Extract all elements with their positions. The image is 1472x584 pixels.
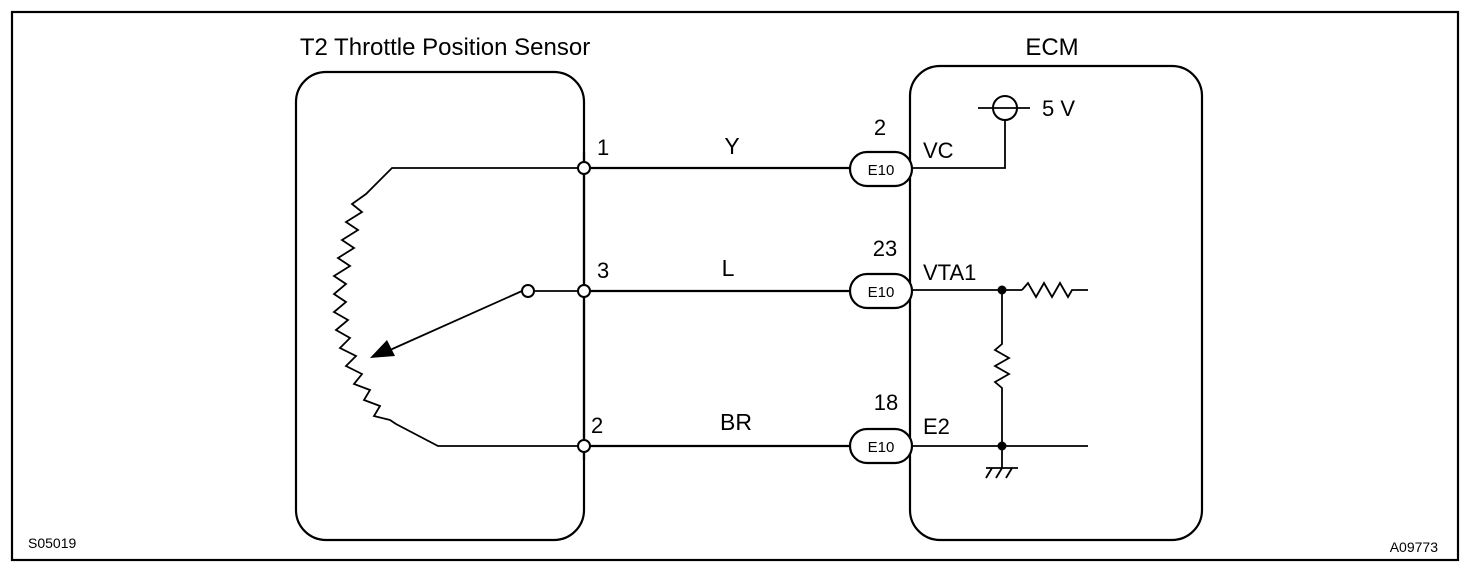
code-left: S05019 [28,535,76,551]
connector-label-vta1: E10 [868,284,895,301]
signal-vta1: VTA1 [923,260,976,285]
connector-e10-vc [848,150,914,188]
vc-supply-wire [912,120,1006,169]
sensor-box [294,70,586,542]
signal-vc: VC [923,138,954,163]
vta1-series-resistor [1021,281,1088,299]
signal-e2: E2 [923,414,950,439]
code-right: A09773 [1390,539,1438,555]
pin-1-terminal [577,161,591,175]
wiper-arrow [370,340,395,358]
ecm-pin-number-vc: 2 [874,115,886,140]
wiper-terminal [521,284,535,298]
wire-label-y: Y [724,133,739,159]
supply-voltage: 5 V [1042,96,1075,121]
connector-label-e2: E10 [868,439,895,456]
ecm-pin-number-e2: 18 [874,390,898,415]
pin-3-terminal [577,284,591,298]
ground-icon [985,467,1018,479]
pin-label-1: 1 [597,135,609,160]
pulldown-resistor [993,290,1011,446]
sensor-title: T2 Throttle Position Sensor [300,34,590,61]
connector-e10-vta1 [848,272,914,310]
pin-label-2: 2 [591,413,603,438]
outer-frame [10,10,1460,562]
wiper-line [389,290,523,351]
wire-label-br: BR [720,409,752,435]
ecm-title: ECM [1025,34,1078,61]
ecm-box [908,64,1204,542]
connector-label-vc: E10 [868,162,895,179]
wire-label-l: L [722,255,735,281]
pin-label-3: 3 [597,258,609,283]
pin-2-terminal [577,439,591,453]
ecm-pin-number-vta1: 23 [873,236,897,261]
resistor-element [332,167,584,447]
